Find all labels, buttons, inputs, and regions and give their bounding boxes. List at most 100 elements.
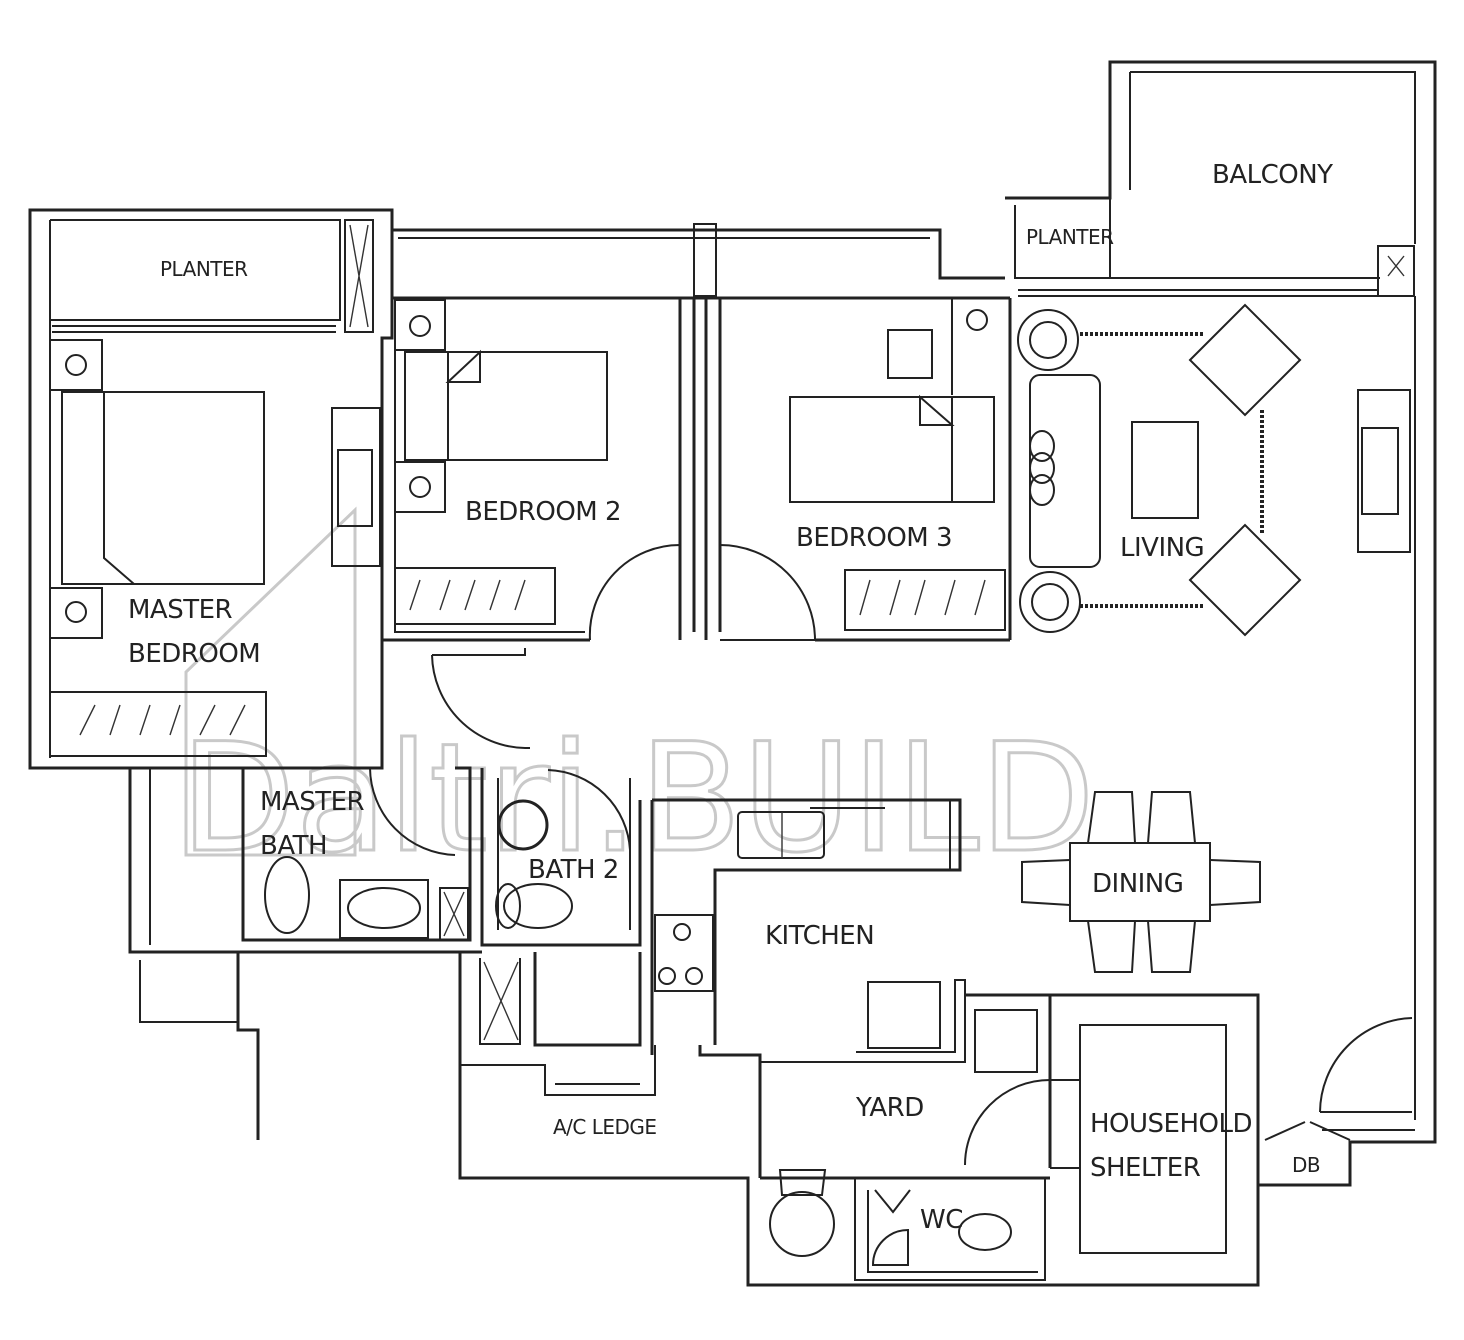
wc-toilet (958, 1213, 1012, 1251)
bath2-shower (497, 799, 549, 851)
kitchen-fridge (867, 981, 941, 1049)
master-bed (61, 391, 265, 585)
ac-ledge-top (460, 1045, 656, 1096)
bath2-door (547, 769, 631, 851)
yard-right-wall (965, 993, 1052, 1168)
bedroom2-wardrobe (394, 567, 556, 625)
master-bath-room (238, 766, 472, 942)
label-db: DB (1292, 1153, 1320, 1177)
bedroom3-chair (887, 329, 933, 379)
bedroom3-wardrobe-hangers (859, 579, 986, 616)
label-bedroom2: BEDROOM 2 (465, 497, 621, 527)
kitchen-hob (654, 914, 714, 992)
kitchen-sink (737, 811, 825, 859)
master-window (52, 325, 336, 333)
sofa-cushion-2 (1029, 452, 1055, 484)
label-shelter-1: HOUSEHOLD (1090, 1109, 1252, 1139)
watermark-house-icon (184, 506, 357, 857)
kitchen-counter-edge (810, 800, 951, 870)
master-wardrobe (49, 691, 267, 757)
yard-door (964, 1079, 1051, 1166)
bedroom2-door (588, 543, 681, 641)
label-balcony: BALCONY (1212, 160, 1333, 190)
light-points (49, 299, 988, 639)
label-master-bath-1: MASTER (260, 787, 365, 817)
label-living: LIVING (1120, 533, 1204, 563)
master-bath-duct (439, 887, 469, 941)
living-planter-box (1014, 205, 1380, 279)
store-room (533, 952, 642, 1047)
db-wall (1258, 1140, 1416, 1187)
lamp-bottom (1019, 571, 1081, 633)
master-bath-basin (339, 879, 429, 939)
living-tv-console (1357, 389, 1411, 553)
bedroom2-bed (404, 351, 608, 461)
bedroom2-bed-fold (445, 349, 481, 460)
master-bedroom-wall (28, 208, 394, 770)
watermark: Daltri.BUILD (179, 506, 1096, 888)
label-planter-master: PLANTER (160, 257, 248, 281)
sofa-cushion-3 (1029, 474, 1055, 506)
label-master-bedroom-1: MASTER (128, 595, 233, 625)
label-yard: YARD (855, 1093, 924, 1123)
bedroom3-bed-fold (919, 394, 955, 502)
kitchen-top-wall (652, 798, 962, 1045)
bedroom3-bed (789, 396, 995, 503)
yard-washer (974, 1009, 1038, 1073)
bedroom3-wardrobe (844, 569, 1006, 631)
living-sofa (1029, 374, 1101, 568)
living-duct-cross (1387, 255, 1405, 277)
armchair-bottom (1188, 523, 1302, 637)
wc-room (854, 1178, 1046, 1281)
column-b2-b3 (693, 223, 717, 297)
label-bedroom3: BEDROOM 3 (796, 523, 952, 553)
label-bath2: BATH 2 (528, 855, 619, 885)
yard-tank (769, 1191, 835, 1257)
ac-duct (479, 958, 521, 1045)
bedroom2-wardrobe-hangers (409, 579, 526, 611)
bath2-basin (503, 883, 573, 929)
label-planter-living: PLANTER (1026, 225, 1114, 249)
bedroom2-inner (394, 298, 585, 633)
room-labels: PLANTER PLANTER BALCONY BEDROOM 2 BEDROO… (128, 160, 1334, 1235)
master-bath-left (128, 768, 260, 1140)
ac-duct-cross (483, 961, 519, 1041)
furniture (49, 299, 1411, 1257)
bedroom2-right-wall (678, 298, 696, 640)
shelter-inner (1079, 1024, 1227, 1254)
master-bath-ledge (139, 960, 238, 1023)
label-shelter-2: SHELTER (1090, 1153, 1201, 1183)
living-rug-fringe (1080, 332, 1264, 608)
master-bath-door (369, 767, 456, 856)
living-tv (1361, 427, 1399, 515)
dining-table (1069, 842, 1211, 922)
balcony-outer-wall (1005, 60, 1437, 1144)
master-tv-console (331, 407, 381, 567)
bedroom3-door (719, 544, 817, 641)
coffee-table (1131, 421, 1199, 519)
yard-top-wall (760, 979, 966, 1063)
master-bath-toilet (264, 856, 310, 934)
label-ac-ledge: A/C LEDGE (553, 1115, 657, 1139)
living-window (1018, 289, 1378, 297)
label-kitchen: KITCHEN (765, 921, 874, 951)
sofa-cushion-1 (1029, 430, 1055, 462)
wc-shower (871, 1228, 909, 1266)
label-master-bedroom-2: BEDROOM (128, 639, 260, 669)
master-duct-cross (349, 224, 369, 328)
yard-left-wall (698, 1045, 762, 1178)
dining-chairs-top (1087, 791, 1196, 844)
label-dining: DINING (1092, 869, 1183, 899)
armchair-top (1188, 303, 1302, 417)
shelter-door-jambs (1050, 1079, 1080, 1169)
master-door (431, 654, 530, 749)
corridor-wall (432, 648, 526, 656)
label-master-bath-2: BATH (260, 831, 327, 861)
master-bed-sheet (62, 391, 135, 585)
balcony-inner (1129, 71, 1416, 244)
bath2-room (480, 768, 642, 947)
bath2-toilet (495, 883, 521, 929)
bedroom3-left-wall (704, 298, 722, 640)
bedroom-front-wall (392, 228, 1005, 280)
